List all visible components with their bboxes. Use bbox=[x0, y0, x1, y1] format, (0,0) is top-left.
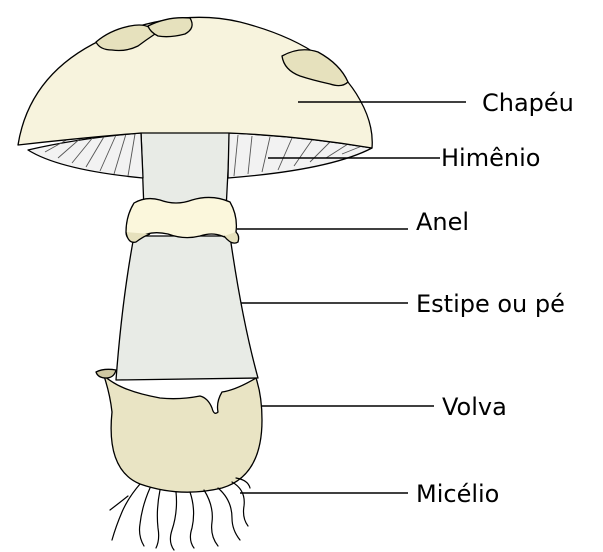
label-cap: Chapéu bbox=[482, 89, 574, 117]
label-volva: Volva bbox=[442, 393, 507, 421]
volva-lip bbox=[96, 369, 116, 378]
cap-patch-2 bbox=[148, 18, 192, 37]
labels: Chapéu Himênio Anel Estipe ou pé Volva M… bbox=[416, 89, 574, 508]
label-mycelium: Micélio bbox=[416, 480, 499, 508]
stipe-lower bbox=[116, 236, 258, 380]
cap-dome bbox=[18, 17, 372, 148]
cap bbox=[18, 17, 372, 148]
volva bbox=[96, 369, 262, 492]
ring-skirt bbox=[126, 197, 236, 239]
volva-cup bbox=[104, 376, 262, 492]
label-gills: Himênio bbox=[441, 144, 540, 172]
label-ring: Anel bbox=[416, 208, 469, 236]
label-stipe: Estipe ou pé bbox=[416, 290, 565, 318]
ring bbox=[126, 197, 239, 243]
